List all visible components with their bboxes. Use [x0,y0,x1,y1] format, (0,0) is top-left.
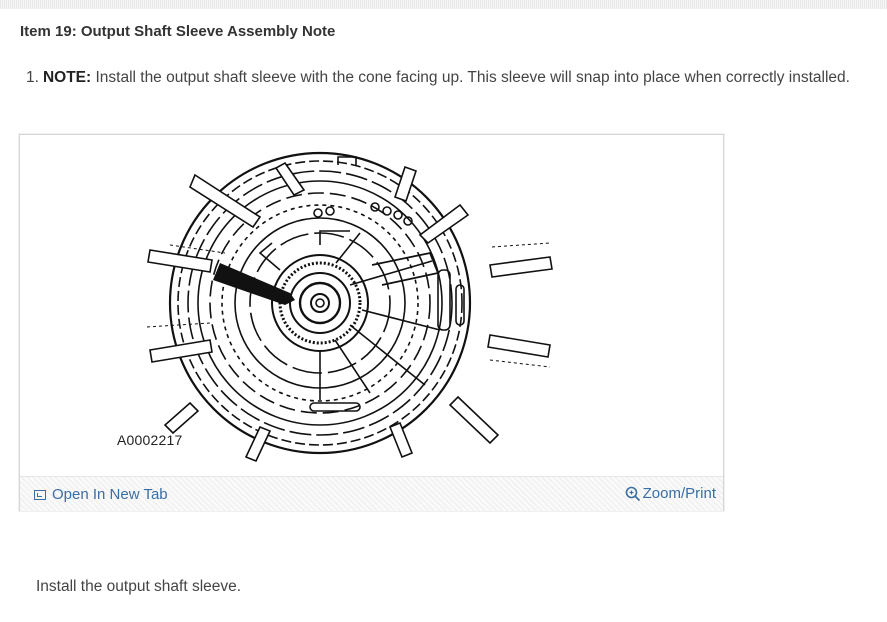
open-in-new-tab-label: Open In New Tab [52,486,168,503]
step-text: Install the output shaft sleeve with the… [91,69,850,86]
figure-container: A0002217 Open In New Tab Zoom/Print [19,134,724,511]
instruction-text: Install the output shaft sleeve. [36,578,242,595]
note-label: NOTE: [42,69,92,86]
magnifier-icon [625,486,640,501]
open-in-new-tab-icon [34,489,46,500]
top-strip [0,0,887,9]
step-number: 1. [26,69,39,86]
open-in-new-tab-link[interactable]: Open In New Tab [34,486,168,503]
figure-code: A0002217 [117,432,183,448]
step-note: 1.NOTE: Install the output shaft sleeve … [26,69,881,87]
output-shaft-sleeve-illustration [146,151,553,463]
zoom-print-link[interactable]: Zoom/Print [625,485,716,502]
zoom-print-label: Zoom/Print [642,485,716,502]
item-title: Item 19: Output Shaft Sleeve Assembly No… [20,23,336,40]
figure-image[interactable]: A0002217 [20,135,723,471]
figure-footer: Open In New Tab Zoom/Print [20,476,723,511]
